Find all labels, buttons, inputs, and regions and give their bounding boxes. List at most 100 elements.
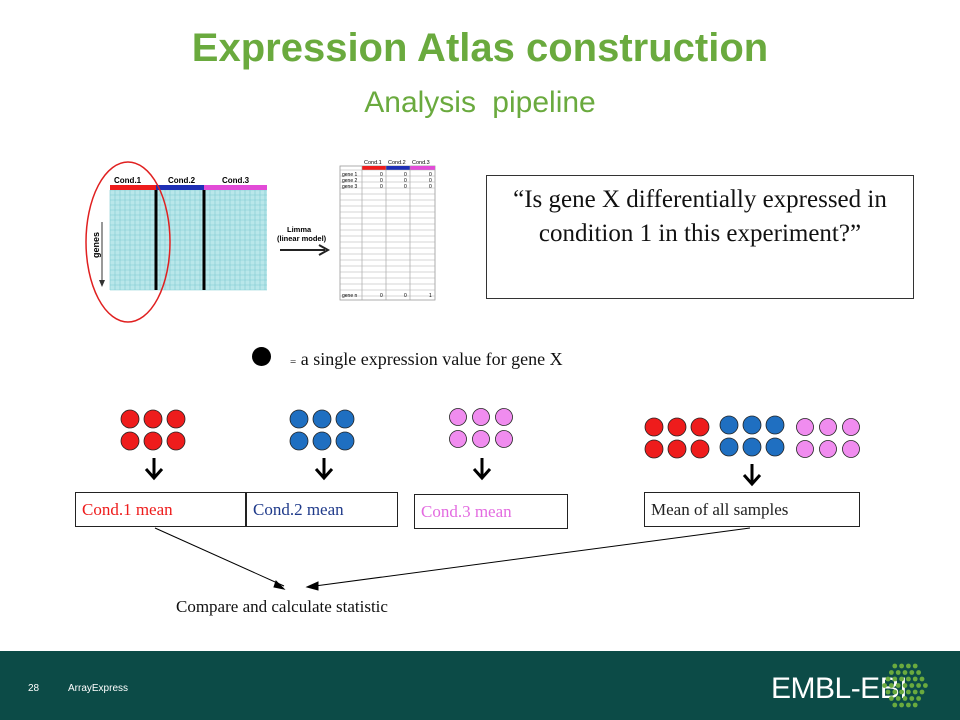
embl-ebi-logo-icon <box>882 663 928 708</box>
logo-dot <box>895 670 901 675</box>
cond2-down-arrow <box>314 458 334 481</box>
compare-arrows <box>154 527 751 591</box>
table-row-gene3-c3: 0 <box>429 184 432 190</box>
cond2-expression-dot <box>289 409 309 429</box>
table-row-genen-c2: 0 <box>404 293 407 299</box>
all-samples-dot-group <box>644 415 860 459</box>
all-down-arrow <box>742 464 762 487</box>
logo-dot <box>892 663 898 669</box>
cond1-expression-dot <box>143 409 163 429</box>
down-arrows <box>144 458 762 487</box>
logo-dot <box>899 663 904 669</box>
footer-bar <box>0 651 960 720</box>
cond1-bar <box>110 185 156 190</box>
all-cond2-expression-dot <box>765 437 785 457</box>
all-cond3-expression-dot <box>819 418 837 436</box>
all-cond1-expression-dot <box>690 439 710 459</box>
cond1-expression-dot <box>166 409 186 429</box>
logo-dot <box>889 696 894 701</box>
table-row-gene1-c3: 0 <box>429 172 432 178</box>
all-cond1-expression-dot <box>667 417 687 437</box>
logo-dot <box>909 670 915 675</box>
logo-dot <box>906 663 911 669</box>
cond2-expression-dot <box>312 431 332 451</box>
logo-dot <box>892 702 898 708</box>
legend-equals: = <box>290 356 297 368</box>
table-header-cond3: Cond.3 <box>412 160 430 166</box>
all-to-compare-line <box>314 527 751 587</box>
cond3-label: Cond.3 <box>222 176 250 185</box>
slide-subtitle: Analysis pipeline <box>364 86 596 119</box>
table-row-gene3-name: gene 3 <box>342 184 358 190</box>
linear-model-label: (linear model) <box>277 234 327 243</box>
cond1-expression-dot <box>120 409 140 429</box>
logo-dot <box>912 663 918 669</box>
all-cond3-expression-dot <box>796 440 814 458</box>
cond1-highlight-ellipse <box>85 161 171 323</box>
all-cond1-expression-dot <box>667 439 687 459</box>
cond3-mean-box: Cond.3 mean <box>414 494 568 529</box>
cond1-to-compare-line <box>154 527 285 587</box>
cond3-down-arrow <box>472 458 492 481</box>
legend-text: = a single expression value for gene X <box>290 349 563 370</box>
table-header-cond2: Cond.2 <box>388 160 406 166</box>
cond1-dot-group <box>120 409 186 451</box>
logo-dot <box>909 683 915 688</box>
table-row-gene2-name: gene 2 <box>342 178 358 184</box>
all-cond3-expression-dot <box>796 418 814 436</box>
logo-dot <box>899 702 904 708</box>
logo-dot <box>906 689 911 695</box>
cond2-bar <box>156 185 204 190</box>
logo-dot <box>916 670 921 675</box>
logo-dot <box>906 676 911 682</box>
all-to-compare-head <box>305 581 319 591</box>
cond1-mean-box: Cond.1 mean <box>75 492 246 527</box>
all-cond2-expression-dot <box>742 437 762 457</box>
all-cond2-expression-dot <box>719 437 739 457</box>
legend-description: a single expression value for gene X <box>300 349 563 369</box>
table-row-gene1-c2: 0 <box>404 172 407 178</box>
logo-dot <box>919 689 925 695</box>
logo-dot <box>895 696 901 701</box>
limma-arrow: Limma (linear model) <box>277 225 331 256</box>
matrix-grid-lines <box>109 189 267 291</box>
compare-statistic-label: Compare and calculate statistic <box>176 597 388 616</box>
cond3-expression-dot <box>472 408 490 426</box>
legend-dot <box>252 347 271 366</box>
logo-dot <box>912 702 918 708</box>
table-row-gene2-c2: 0 <box>404 178 407 184</box>
all-cond1-expression-dot <box>690 417 710 437</box>
logo-dot <box>899 689 904 695</box>
table-row-genen-c1: 0 <box>380 293 383 299</box>
logo-dot <box>912 689 918 695</box>
logo-dot <box>885 689 891 695</box>
logo-dot <box>902 696 908 701</box>
logo-dot <box>909 696 915 701</box>
table-row-gene2-c1: 0 <box>380 178 383 184</box>
table-row-gene3-c1: 0 <box>380 184 383 190</box>
genes-arrow-head <box>99 280 105 287</box>
all-cond3-expression-dot <box>842 440 860 458</box>
cond3-bar <box>204 185 267 190</box>
logo-dot <box>889 670 894 675</box>
expression-matrix: Cond.1 Cond.2 Cond.3 genes <box>85 161 267 323</box>
cond2-dot-group <box>289 409 355 451</box>
cond1-label: Cond.1 <box>114 176 142 185</box>
logo-dot <box>882 683 887 688</box>
all-cond1-expression-dot <box>644 417 664 437</box>
all-cond1-expression-dot <box>644 439 664 459</box>
logo-dot <box>892 676 898 682</box>
cond3-expression-dot <box>495 408 513 426</box>
logo-dot <box>899 676 904 682</box>
logo-dot <box>912 676 918 682</box>
page-number: 28 <box>28 683 40 694</box>
table-row-genen-name: gene n <box>342 293 358 299</box>
cond3-expression-dot <box>449 430 467 448</box>
logo-dot <box>906 702 911 708</box>
table-header-cond1: Cond.1 <box>364 160 382 166</box>
all-cond2-expression-dot <box>719 415 739 435</box>
cond1-expression-dot <box>166 431 186 451</box>
all-cond3-expression-dot <box>842 418 860 436</box>
slide-title: Expression Atlas construction <box>191 26 769 70</box>
